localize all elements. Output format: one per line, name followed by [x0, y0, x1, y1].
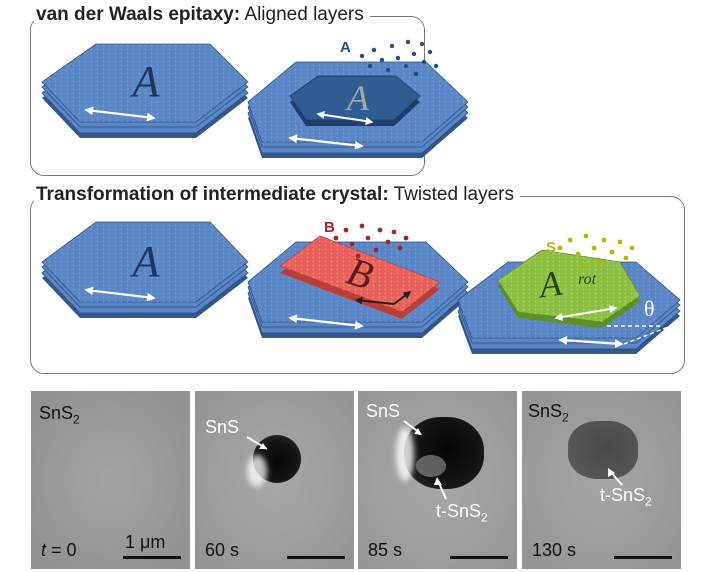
- crystal-letter-a-2: A: [345, 78, 370, 118]
- frame4-phase-text: SnS: [528, 401, 563, 421]
- aligned-title-bold: van der Waals epitaxy:: [36, 4, 241, 25]
- precursor-b-label: B: [324, 219, 335, 236]
- frame1-phase-text: SnS: [39, 403, 74, 423]
- frame3-phase-label: SnS: [366, 401, 400, 421]
- scale-bar-1: [123, 556, 181, 559]
- twisted-flake: [497, 249, 641, 328]
- frame3-tsns2-sub: 2: [481, 510, 488, 525]
- scale-bar-3: [450, 556, 508, 559]
- aligned-layers-title: van der Waals epitaxy: Aligned layers: [34, 4, 370, 26]
- aligned-flake: [289, 75, 421, 126]
- frame3-time-text: 85 s: [368, 540, 403, 560]
- frame2-sns-text: SnS: [205, 417, 240, 437]
- frame3-arrow-label: t-SnS2: [436, 501, 488, 528]
- frame2-arrow: [246, 436, 268, 450]
- precursor-a-atoms: [359, 39, 439, 77]
- twist-angle-theta: θ: [644, 296, 655, 321]
- precursor-s-atoms: [557, 233, 635, 269]
- frame3-sns-particle: [404, 417, 484, 489]
- frame4-tsns2-particle: [568, 421, 638, 479]
- crystal-letter-a-1: A: [130, 57, 161, 106]
- frame2-time-text: 60 s: [205, 540, 240, 560]
- frame4-arrow: [608, 468, 623, 486]
- frame4-arrow-label: t-SnS2: [600, 485, 652, 512]
- frame3-tsns2-text: t-SnS: [436, 501, 482, 521]
- frame2-arrow-label: SnS: [205, 417, 239, 437]
- microscopy-frame-60s: SnS 60 s: [195, 391, 354, 569]
- frame3-sns-text: SnS: [366, 401, 401, 421]
- frame1-phase-sub: 2: [73, 412, 80, 427]
- twisted-layers-title: Transformation of intermediate crystal: …: [34, 184, 520, 206]
- frame2-time: 60 s: [205, 540, 239, 561]
- microscopy-frame-t0: SnS2 t = 0 1 μm: [31, 391, 190, 569]
- precursor-b-atoms: [333, 223, 409, 259]
- crystal-letter-a-3: A: [130, 237, 161, 286]
- frame1-phase-label: SnS2: [39, 403, 80, 430]
- schematic-illustration: A A A A: [41, 39, 681, 354]
- scale-bar-4: [614, 556, 672, 559]
- frame3-time: 85 s: [368, 540, 402, 561]
- frame4-phase-label: SnS2: [528, 401, 569, 428]
- frame4-phase-sub: 2: [562, 410, 569, 425]
- frame2-bright-halo: [247, 455, 267, 487]
- frame4-tsns2-text: t-SnS: [600, 485, 646, 505]
- substrate-stack-3: [41, 221, 249, 318]
- frame3-bright-halo: [396, 427, 414, 481]
- microscopy-frame-85s: SnS t-SnS2 85 s: [358, 391, 517, 569]
- b-flake: [279, 235, 441, 319]
- frame3-arrows: [403, 420, 447, 500]
- twisted-title-rest: Twisted layers: [388, 184, 514, 205]
- precursor-s-label: S: [546, 239, 556, 256]
- microscopy-frame-130s: SnS2 t-SnS2 130 s: [522, 391, 681, 569]
- frame3-tsns2-region: [416, 455, 446, 477]
- frame1-time-italic: t: [41, 540, 47, 560]
- frame4-tsns2-sub: 2: [645, 494, 652, 509]
- frame4-time-text: 130 s: [532, 540, 577, 560]
- frame1-time-rest: = 0: [46, 540, 77, 560]
- precursor-a-label: A: [340, 39, 351, 56]
- frame1-time: t = 0: [41, 540, 77, 561]
- substrate-stack-1: [41, 43, 249, 138]
- rot-superscript: rot: [578, 271, 597, 288]
- scale-bar-text: 1 μm: [125, 532, 166, 552]
- aligned-title-rest: Aligned layers: [240, 4, 364, 25]
- twisted-title-bold: Transformation of intermediate crystal:: [36, 184, 389, 205]
- frame4-time: 130 s: [532, 540, 576, 561]
- scale-bar-2: [287, 556, 345, 559]
